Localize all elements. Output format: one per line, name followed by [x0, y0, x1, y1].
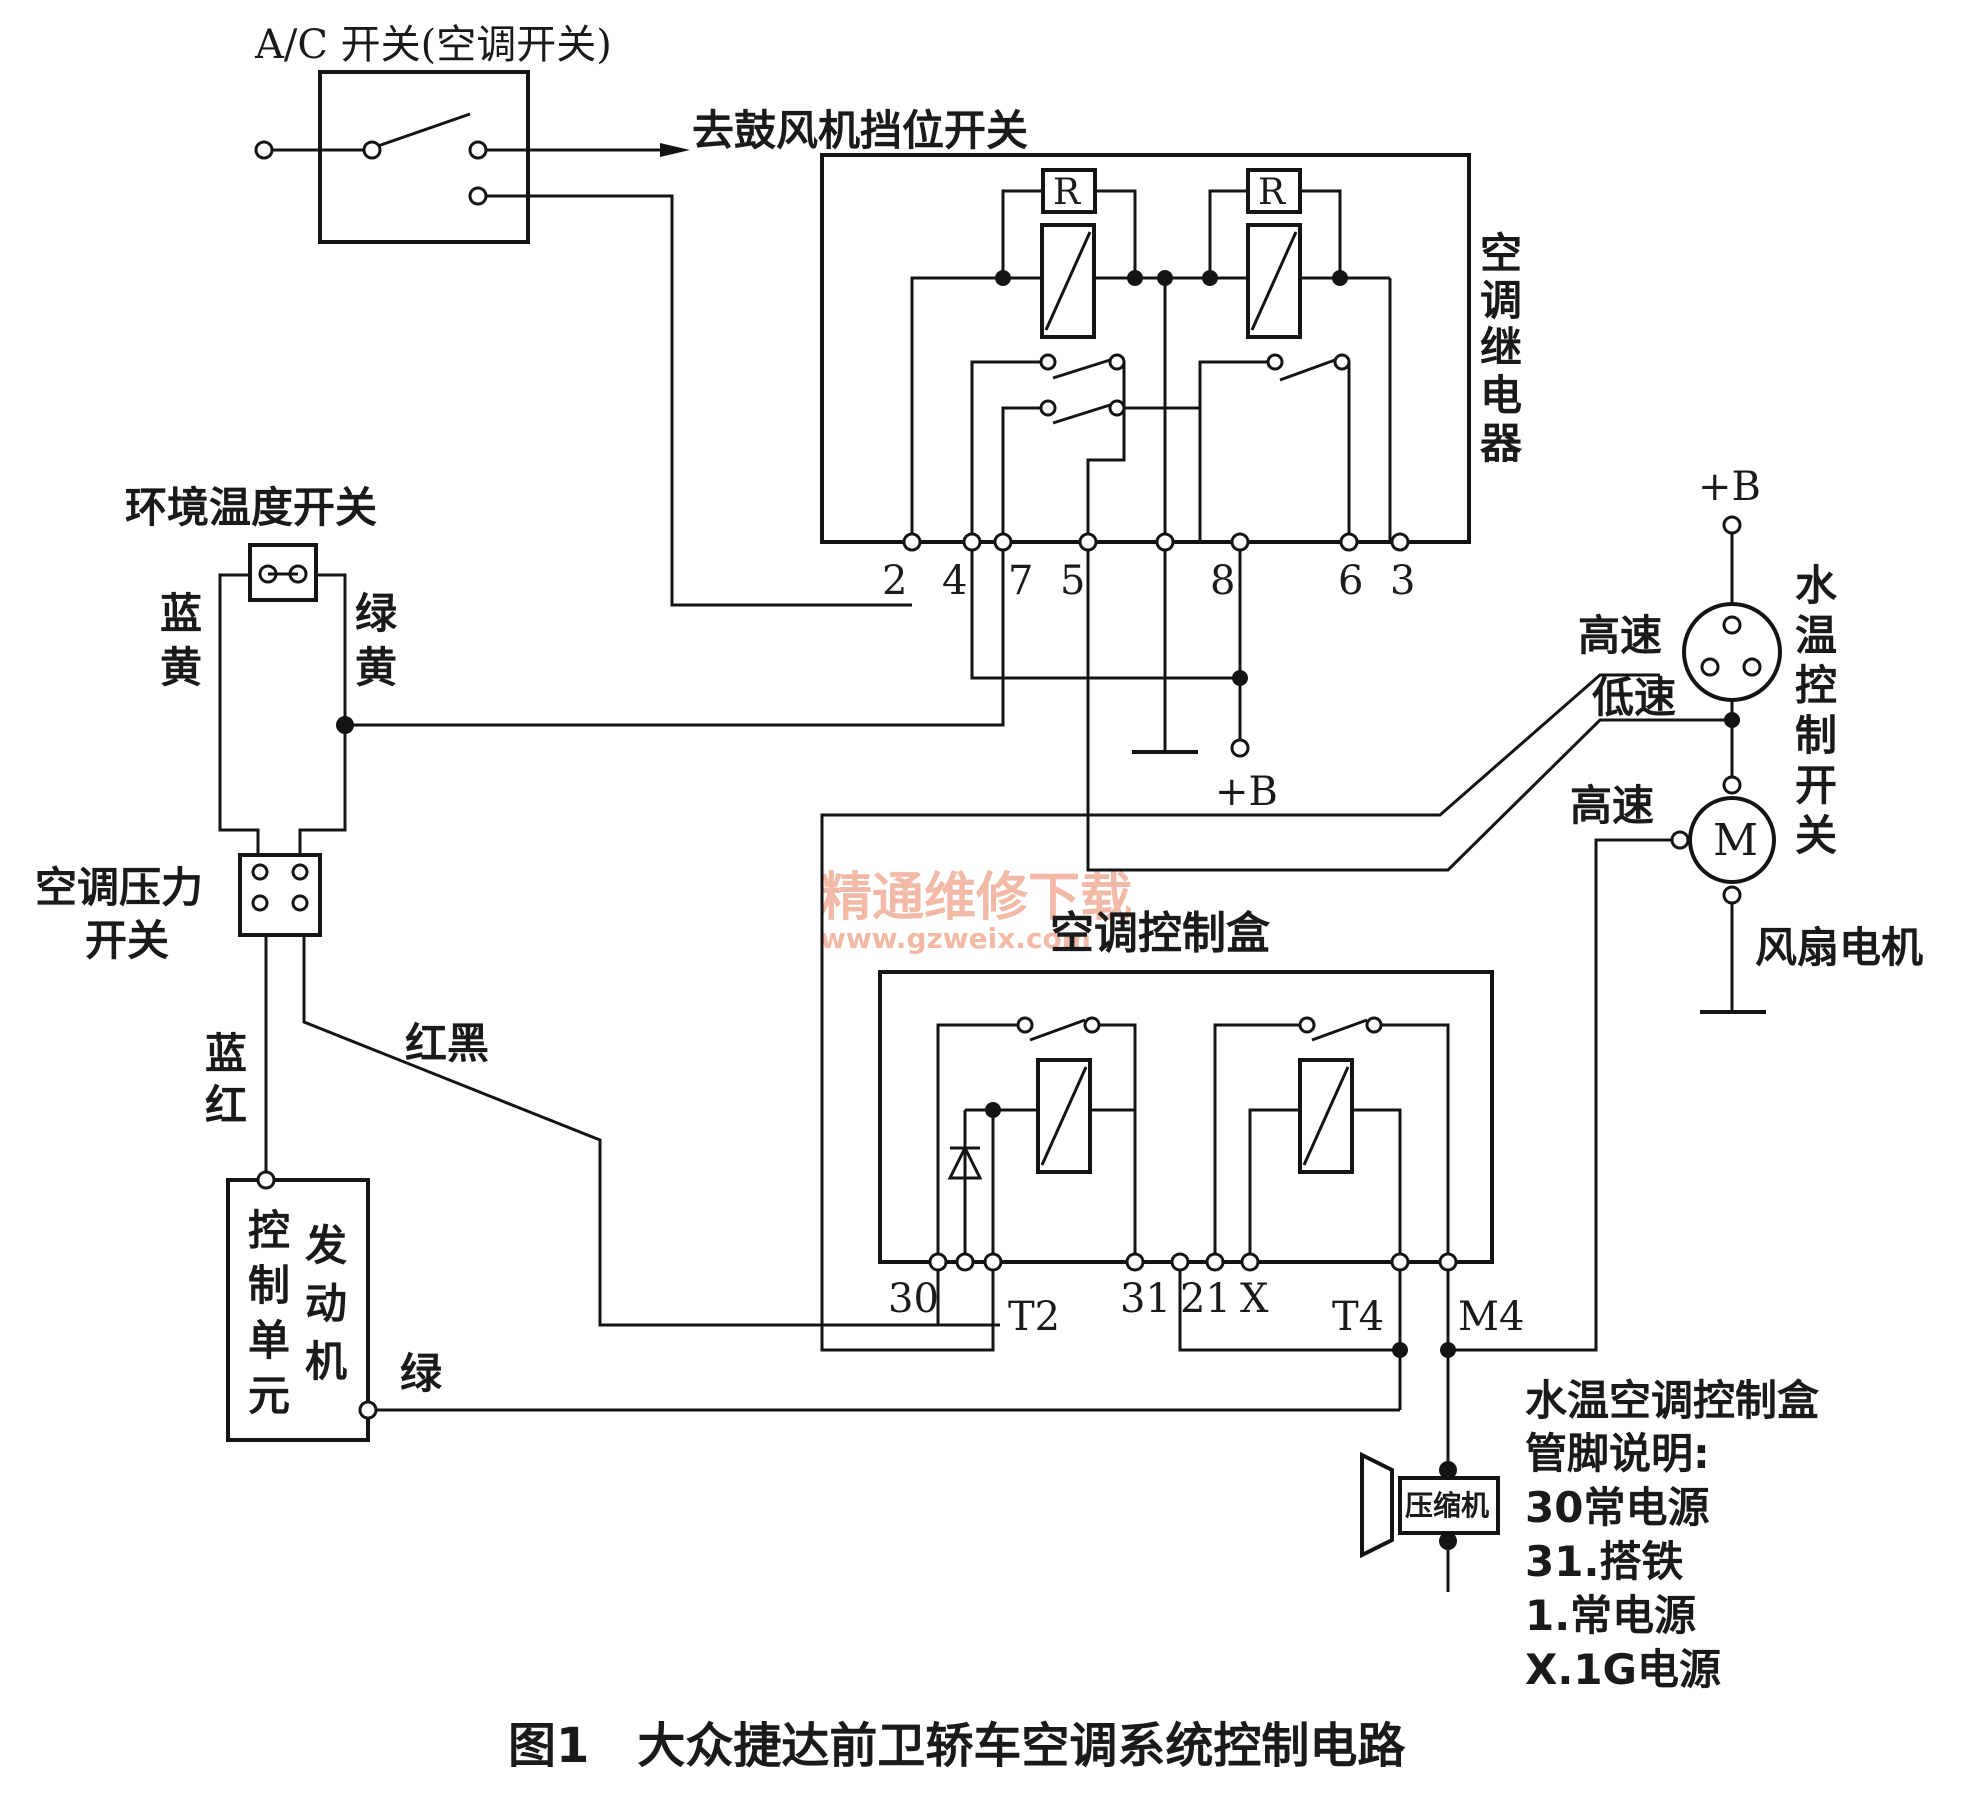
- svg-text:单: 单: [248, 1316, 290, 1365]
- ac-relay-box: 空 调 继 电 器 R R: [345, 153, 1523, 815]
- svg-text:R: R: [1258, 172, 1286, 213]
- compressor-label: 压缩机: [1405, 1489, 1489, 1522]
- ac-switch-box: [318, 70, 530, 244]
- figure-caption: 图1 大众捷达前卫轿车空调系统控制电路: [508, 1718, 1406, 1774]
- relay-housing: [820, 153, 1471, 544]
- svg-text:M4: M4: [1458, 1294, 1524, 1340]
- svg-text:高速: 高速: [1570, 781, 1654, 830]
- svg-text:器: 器: [1480, 419, 1523, 468]
- svg-text:高速: 高速: [1578, 611, 1662, 660]
- fan-motor: M 高速 风扇电机: [1570, 775, 1923, 1014]
- svg-text:4: 4: [942, 558, 967, 604]
- svg-text:M: M: [1713, 815, 1758, 866]
- svg-text:蓝: 蓝: [205, 1029, 247, 1078]
- water-temp-switch: +B 高速 低速 水 温 控 制 开 关: [1578, 464, 1838, 860]
- svg-text:3: 3: [1390, 558, 1415, 604]
- compressor: 压缩机: [1360, 1451, 1500, 1592]
- svg-text:蓝: 蓝: [160, 589, 202, 638]
- svg-text:元: 元: [248, 1371, 290, 1420]
- ac-switch-contact-icon: [377, 112, 471, 148]
- svg-text:红黑: 红黑: [405, 1019, 489, 1068]
- svg-text:X.1G电源: X.1G电源: [1525, 1645, 1721, 1694]
- control-pin-labels: 30 T2 31 21 X T4 M4: [888, 1276, 1524, 1340]
- watermark: 精通维修下载 www.gzweix.com: [820, 868, 1132, 955]
- svg-text:温: 温: [1795, 611, 1837, 660]
- temp-switch-label: 水 温 控 制 开 关: [1795, 561, 1838, 860]
- control-box-label: 空调控制盒: [1050, 908, 1271, 959]
- ambient-switch-label: 环境温度开关: [125, 483, 377, 532]
- fan-motor-label: 风扇电机: [1755, 923, 1923, 972]
- motor-icon: [1688, 796, 1776, 884]
- svg-text:动: 动: [305, 1279, 347, 1328]
- svg-text:控: 控: [248, 1206, 290, 1255]
- blower-switch-note: 去鼓风机挡位开关: [692, 106, 1028, 155]
- svg-text:水温空调控制盒: 水温空调控制盒: [1525, 1376, 1820, 1425]
- svg-text:开关: 开关: [85, 916, 169, 965]
- svg-text:绿: 绿: [400, 1349, 443, 1398]
- svg-text:红: 红: [205, 1081, 247, 1130]
- pressure-switch: 空调压力 开关 蓝 红 红黑: [35, 853, 1000, 1327]
- svg-text:1.常电源: 1.常电源: [1525, 1591, 1696, 1640]
- temp-switch-b-plus-label: +B: [1698, 464, 1761, 510]
- svg-text:调: 调: [1480, 276, 1522, 325]
- relay-b-plus-label: +B: [1215, 769, 1278, 815]
- svg-text:5: 5: [1060, 558, 1085, 604]
- relay-label: 空 调 继 电 器: [1480, 229, 1523, 468]
- watermark-url: www.gzweix.com: [820, 922, 1091, 955]
- svg-text:绿: 绿: [355, 589, 398, 638]
- svg-text:30: 30: [888, 1276, 939, 1322]
- svg-text:制: 制: [1795, 711, 1837, 760]
- relay-pin-labels: 2 4 7 5 8 6 3: [882, 558, 1415, 604]
- svg-text:水: 水: [1795, 561, 1838, 610]
- ac-control-box: 空调控制盒 30: [820, 550, 1740, 1470]
- ac-input-terminal-icon: [254, 140, 274, 160]
- svg-text:31.搭铁: 31.搭铁: [1525, 1537, 1683, 1586]
- svg-text:黄: 黄: [355, 643, 397, 692]
- pin-notes: 水温空调控制盒 管脚说明: 30常电源 31.搭铁 1.常电源 X.1G电源: [1525, 1376, 1820, 1694]
- svg-text:T2: T2: [1008, 1294, 1060, 1340]
- compressor-clutch-icon: [1360, 1451, 1394, 1559]
- ac-switch: A/C 开关(空调开关) 去鼓风机挡位开关: [254, 22, 1028, 607]
- svg-text:黄: 黄: [160, 643, 202, 692]
- svg-text:控: 控: [1795, 661, 1837, 710]
- control-relay-left-icon: [1036, 1058, 1092, 1174]
- ac-switch-label: A/C 开关(空调开关): [254, 22, 612, 68]
- svg-text:2: 2: [882, 558, 907, 604]
- svg-text:X: X: [1240, 1276, 1269, 1322]
- relay-coil-right-icon: [1246, 223, 1302, 339]
- svg-text:30常电源: 30常电源: [1525, 1483, 1709, 1532]
- svg-text:空: 空: [1480, 229, 1522, 278]
- svg-text:机: 机: [305, 1337, 347, 1386]
- svg-text:发: 发: [305, 1221, 347, 1270]
- arrow-right-icon: [660, 143, 690, 157]
- svg-text:T4: T4: [1332, 1294, 1384, 1340]
- svg-text:R: R: [1053, 172, 1081, 213]
- svg-text:关: 关: [1795, 811, 1837, 860]
- svg-text:低速: 低速: [1592, 673, 1676, 722]
- svg-text:8: 8: [1210, 558, 1235, 604]
- svg-text:继: 继: [1480, 323, 1522, 372]
- pressure-switch-box: [238, 853, 322, 937]
- svg-text:7: 7: [1008, 558, 1033, 604]
- engine-ecu: 发 动 机 控 制 单 元 绿: [226, 1170, 1400, 1442]
- svg-text:6: 6: [1338, 558, 1363, 604]
- control-relay-right-icon: [1298, 1058, 1354, 1174]
- watermark-title: 精通维修下载: [820, 868, 1132, 928]
- svg-text:31: 31: [1120, 1276, 1171, 1322]
- svg-text:管脚说明:: 管脚说明:: [1525, 1429, 1710, 1478]
- diode-icon: [947, 1144, 983, 1180]
- svg-text:电: 电: [1480, 371, 1522, 420]
- ambient-temp-switch: 环境温度开关 蓝 黄 绿 黄: [125, 483, 398, 855]
- relay-b-plus-terminal-icon: [1230, 738, 1250, 758]
- svg-text:开: 开: [1795, 761, 1837, 810]
- svg-text:21: 21: [1180, 1276, 1231, 1322]
- relay-coil-left-icon: [1040, 223, 1096, 339]
- svg-text:制: 制: [248, 1261, 290, 1310]
- svg-text:空调压力: 空调压力: [35, 863, 203, 912]
